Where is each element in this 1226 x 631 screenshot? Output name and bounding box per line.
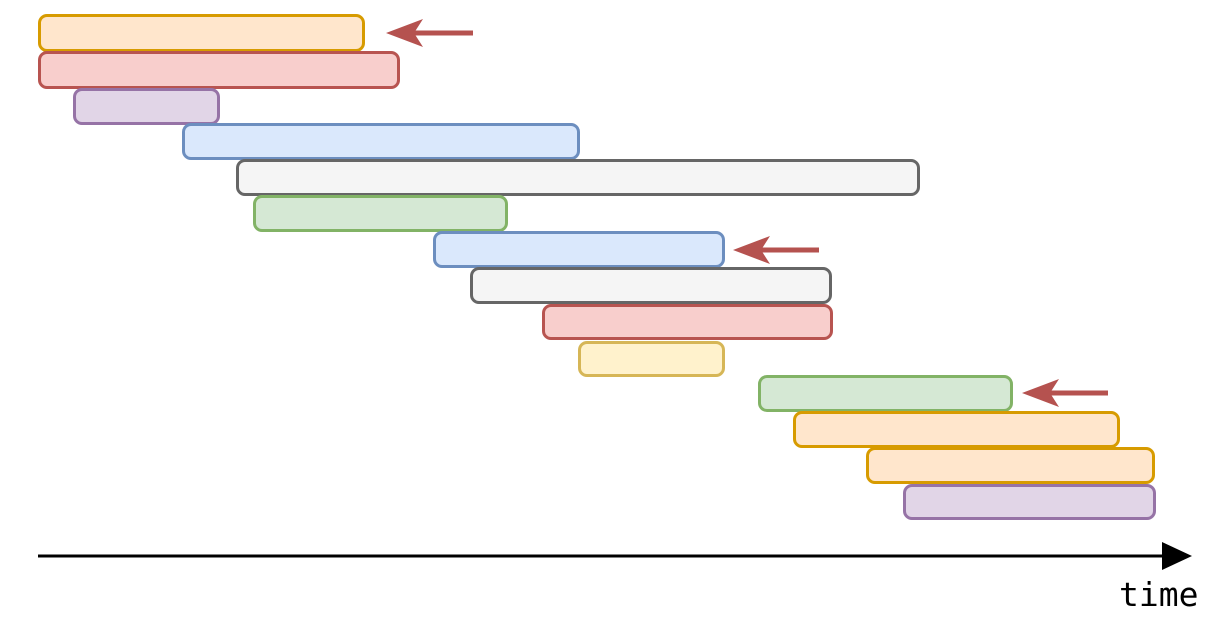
interval-bar-purple-2 xyxy=(73,88,220,125)
interval-bar-red-8 xyxy=(542,304,833,340)
interval-bar-orange-12 xyxy=(866,447,1155,484)
time-axis-label: time xyxy=(1119,575,1199,614)
interval-bar-yellow-9 xyxy=(578,341,725,377)
pointer-arrow-icon xyxy=(1022,379,1108,407)
interval-bar-gray-7 xyxy=(470,267,832,304)
pointer-arrow-icon xyxy=(386,19,473,47)
interval-bar-orange-0 xyxy=(38,14,365,52)
interval-bar-gray-4 xyxy=(236,159,920,196)
interval-bar-green-10 xyxy=(758,375,1013,412)
interval-bar-red-1 xyxy=(38,51,400,89)
interval-bar-green-5 xyxy=(253,195,508,232)
interval-bar-blue-6 xyxy=(433,231,725,268)
interval-bar-orange-11 xyxy=(793,411,1120,448)
interval-bar-blue-3 xyxy=(182,123,580,160)
pointer-arrow-icon xyxy=(733,236,819,264)
interval-bar-purple-13 xyxy=(903,484,1156,520)
